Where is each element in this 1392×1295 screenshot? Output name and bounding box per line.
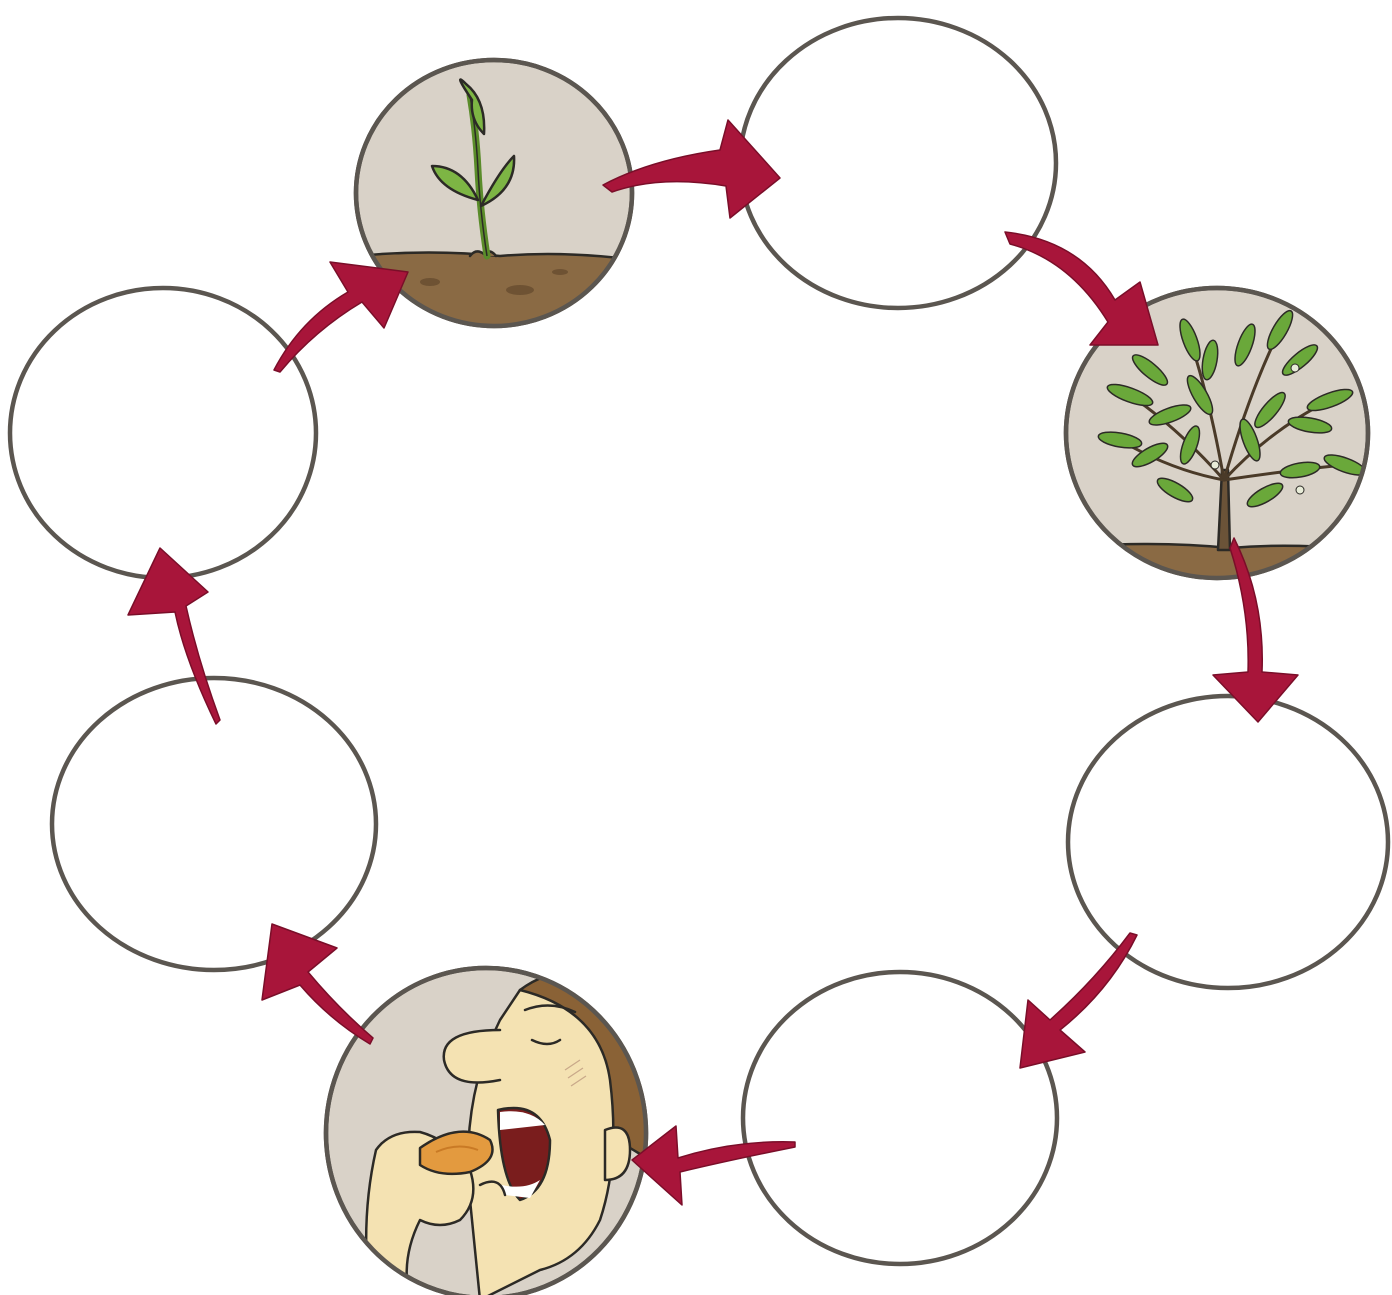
stage-blank-left-lower bbox=[52, 678, 376, 970]
cycle-arrow-8 bbox=[274, 262, 408, 372]
cycle-arrow-2 bbox=[1005, 232, 1158, 345]
stage-blank-right bbox=[1068, 696, 1388, 988]
stage-blank-top-right bbox=[740, 18, 1056, 308]
stage-person-eating bbox=[326, 968, 650, 1295]
cycle-arrow-4 bbox=[1020, 933, 1137, 1068]
stage-blank-bottom-right bbox=[743, 972, 1057, 1264]
cycle-arrow-6 bbox=[262, 924, 373, 1044]
stage-blank-left-upper bbox=[10, 288, 316, 578]
